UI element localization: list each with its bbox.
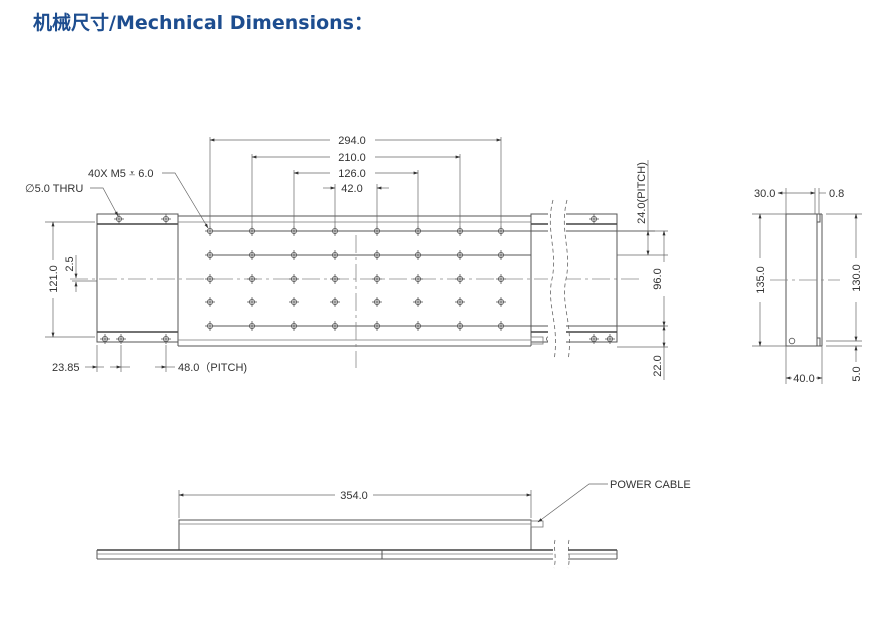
right-end-block (530, 213, 618, 343)
dim-96: 96.0 (652, 268, 664, 289)
dim-42: 42.0 (341, 183, 362, 195)
dim-30: 30.0 (754, 188, 775, 200)
motor-body (178, 519, 532, 551)
dim-354: 354.0 (340, 490, 368, 502)
dim-2-5: 2.5 (64, 256, 76, 271)
callout-tapped-holes: 40X M5 ⩡ 6.0 (88, 168, 154, 180)
dim-121: 121.0 (48, 265, 60, 293)
dim-40: 40.0 (793, 373, 814, 385)
dim-294: 294.0 (338, 135, 366, 147)
dim-126: 126.0 (338, 168, 366, 180)
dim-0-8: 0.8 (829, 188, 844, 200)
dim-135: 135.0 (755, 266, 767, 294)
dim-23-85: 23.85 (52, 362, 80, 374)
callout-power-cable: POWER CABLE (610, 479, 691, 491)
side-view: 30.0 0.8 135.0 130.0 5.0 40.0 (752, 188, 863, 385)
power-cable-stub (530, 520, 544, 528)
callout-thru-hole: ∅5.0 THRU (25, 183, 83, 195)
front-view: 354.0 POWER CABLE (96, 479, 691, 570)
dim-210: 210.0 (338, 152, 366, 164)
mounting-hole-grid (204, 225, 507, 332)
top-view: 294.0 210.0 126.0 42.0 40X M5 ⩡ 6.0 ∅5.0… (25, 135, 668, 380)
left-end-block (96, 213, 179, 343)
dim-5: 5.0 (851, 366, 863, 381)
page-title: 机械尺寸/Mechnical Dimensions： (33, 12, 373, 34)
dim-130: 130.0 (851, 264, 863, 292)
dim-24-pitch: 24.0(PITCH) (636, 162, 648, 224)
dim-48-pitch: 48.0（PITCH) (178, 361, 247, 374)
dim-22: 22.0 (652, 355, 664, 376)
